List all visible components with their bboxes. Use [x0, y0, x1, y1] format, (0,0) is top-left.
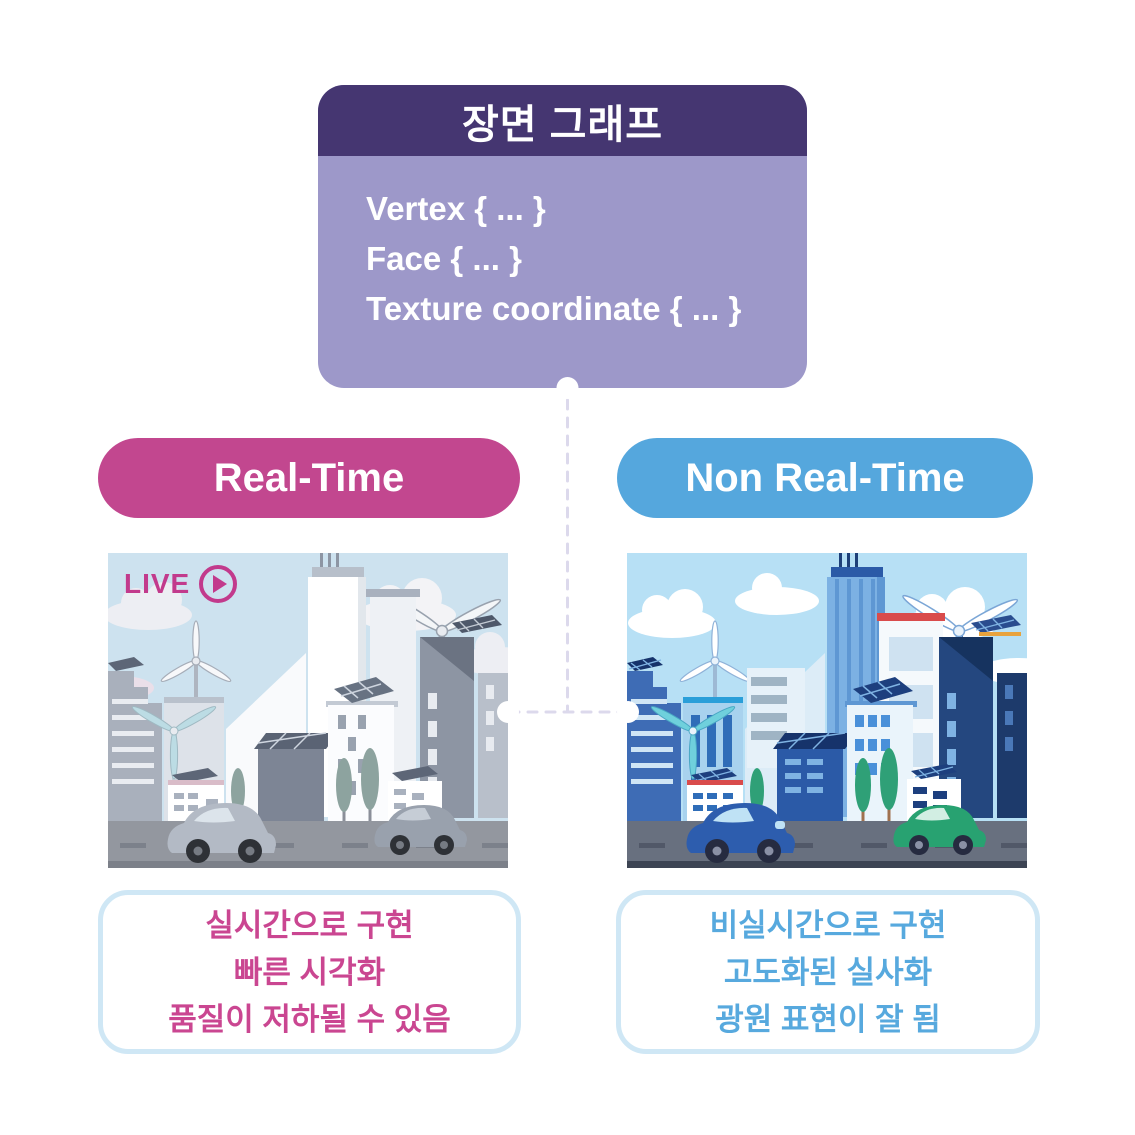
- non-real-time-image: [627, 553, 1027, 868]
- connector-lines: [497, 377, 639, 723]
- buildings: [627, 553, 1027, 823]
- live-badge: LIVE: [124, 565, 238, 603]
- scene-graph-line-face: Face { ... }: [366, 240, 522, 277]
- car-gray-front: [167, 803, 276, 863]
- live-label: LIVE: [124, 568, 191, 599]
- real-time-note-2: 빠른 시각화: [233, 954, 386, 990]
- trees: [231, 748, 379, 821]
- car-gray-back: [374, 805, 467, 855]
- real-time-notes-box: 실시간으로 구현 빠른 시각화 품질이 저하될 수 있음: [98, 890, 521, 1054]
- car-green: [893, 805, 986, 855]
- non-real-time-note-2: 고도화된 실사화: [723, 954, 933, 990]
- real-time-image: LIVE: [108, 553, 508, 868]
- scene-graph-body: Vertex { ... } Face { ... } Texture coor…: [318, 156, 807, 334]
- trees: [750, 748, 898, 821]
- non-real-time-notes-box: 비실시간으로 구현 고도화된 실사화 광원 표현이 잘 됨: [616, 890, 1040, 1054]
- non-real-time-pill: Non Real-Time: [617, 438, 1033, 518]
- real-time-note-3: 품질이 저하될 수 있음: [168, 1001, 451, 1037]
- non-real-time-note-1: 비실시간으로 구현: [709, 907, 947, 943]
- scene-graph-title: 장면 그래프: [318, 85, 807, 156]
- real-time-pill: Real-Time: [98, 438, 520, 518]
- non-real-time-note-3: 광원 표현이 잘 됨: [715, 1001, 941, 1037]
- real-time-note-1: 실시간으로 구현: [205, 907, 414, 943]
- scene-graph-box: 장면 그래프 Vertex { ... } Face { ... } Textu…: [318, 85, 807, 388]
- non-real-time-city-illustration: [627, 553, 1027, 868]
- scene-graph-line-texture: Texture coordinate { ... }: [366, 290, 742, 327]
- car-blue: [686, 803, 795, 863]
- play-icon: [199, 565, 238, 603]
- real-time-city-illustration: [108, 553, 508, 868]
- buildings: [108, 553, 508, 823]
- scene-graph-line-vertex: Vertex { ... }: [366, 190, 546, 227]
